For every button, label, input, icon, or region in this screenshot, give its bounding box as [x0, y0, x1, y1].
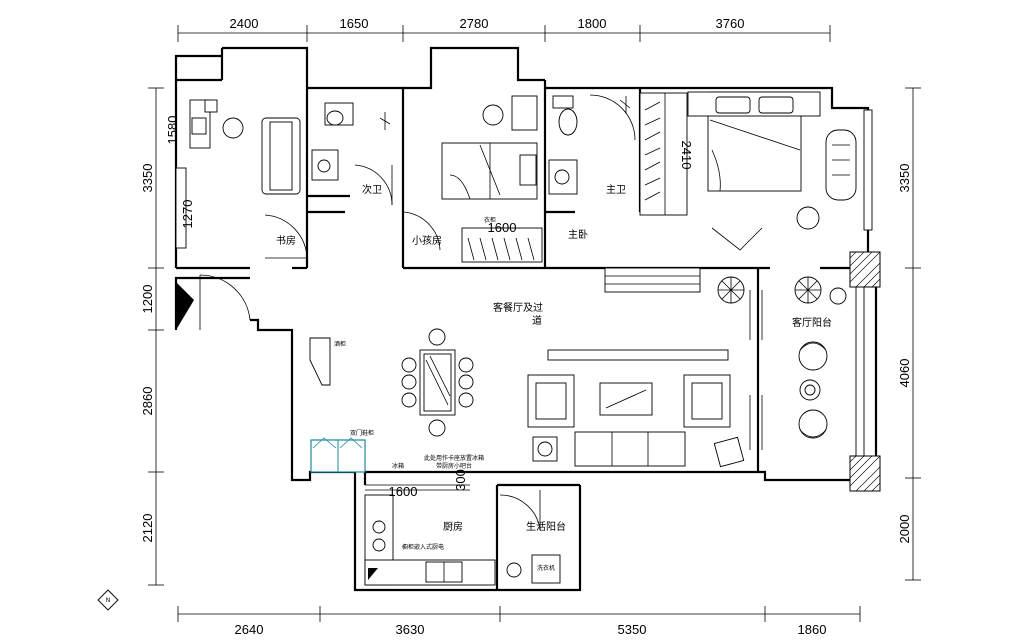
- note-wine-cabinet: 酒柜: [334, 340, 346, 348]
- dim-left-2: 1200: [140, 285, 155, 314]
- dim-top-4: 1800: [578, 16, 607, 31]
- dim-kids-closet: 1600: [488, 220, 517, 235]
- dimension-labels: 2400 1650 2780 1800 3760 2640 3630 5350 …: [140, 16, 912, 637]
- room-label-study: 书房: [276, 234, 296, 247]
- room-label-master-bedroom: 主卧: [568, 228, 588, 241]
- dim-bottom-1: 2640: [235, 622, 264, 637]
- dim-right-1: 3350: [897, 164, 912, 193]
- room-label-kids-room: 小孩房: [412, 234, 442, 247]
- dim-top-3: 2780: [460, 16, 489, 31]
- entrance-arrow-icon: [176, 282, 194, 330]
- dimension-lines: [148, 25, 921, 622]
- room-label-living-balcony: 客厅阳台: [792, 316, 832, 329]
- note-washer: 洗衣机: [537, 564, 555, 572]
- svg-text:N: N: [106, 597, 111, 604]
- room-label-master-bath: 主卫: [606, 184, 626, 196]
- dim-kitchen-w: 1600: [389, 484, 418, 499]
- plant-icon: [794, 276, 847, 305]
- room-label-kitchen: 厨房: [443, 520, 463, 533]
- dim-study-2: 1270: [180, 200, 195, 229]
- note-fridge: 冰箱: [392, 462, 404, 470]
- room-label-living-dining: 客餐厅及过: [493, 301, 543, 314]
- room-label-second-bath: 次卫: [362, 183, 382, 196]
- note-closet-small: 衣柜: [484, 216, 496, 224]
- windows: [175, 109, 873, 459]
- dim-top-1: 2400: [230, 16, 259, 31]
- dim-kitchen-h: 300: [453, 469, 468, 491]
- room-label-service-balcony: 生活阳台: [526, 520, 566, 533]
- dim-master-closet: 2410: [679, 141, 694, 170]
- note-shoe-cabinet: 双门鞋柜: [350, 429, 374, 437]
- dim-left-1: 3350: [140, 164, 155, 193]
- note-counter-2: 带厨房小吧台: [436, 462, 472, 470]
- doors: [199, 94, 763, 531]
- dim-top-5: 3760: [716, 16, 745, 31]
- north-compass-icon: N: [97, 589, 119, 611]
- dim-bottom-4: 1860: [798, 622, 827, 637]
- room-labels: 书房 次卫 小孩房 主卫 主卧 客餐厅及过 道 客厅阳台 厨房 生活阳台: [276, 183, 832, 533]
- dim-left-3: 2860: [140, 387, 155, 416]
- dim-left-4: 2120: [140, 514, 155, 543]
- room-label-living-dining-2: 道: [532, 314, 542, 327]
- note-kitchen-appliance: 橱柜嵌入式厨电: [402, 543, 444, 551]
- furniture: N: [97, 91, 857, 611]
- dim-right-3: 2000: [897, 515, 912, 544]
- balcony-columns: [849, 251, 881, 492]
- note-counter-1: 此处用作卡座放置冰箱: [424, 454, 484, 462]
- plant-icon: [717, 276, 745, 304]
- dim-right-2: 4060: [897, 359, 912, 388]
- inner-dimensions: 1580 1270 1600 2410 1600 300: [165, 116, 694, 499]
- dim-bottom-3: 5350: [618, 622, 647, 637]
- dim-bottom-2: 3630: [396, 622, 425, 637]
- dim-study-1: 1580: [165, 116, 180, 145]
- dim-top-2: 1650: [340, 16, 369, 31]
- annotation-notes: 酒柜 双门鞋柜 冰箱 此处用作卡座放置冰箱 带厨房小吧台 橱柜嵌入式厨电 洗衣机…: [334, 216, 555, 572]
